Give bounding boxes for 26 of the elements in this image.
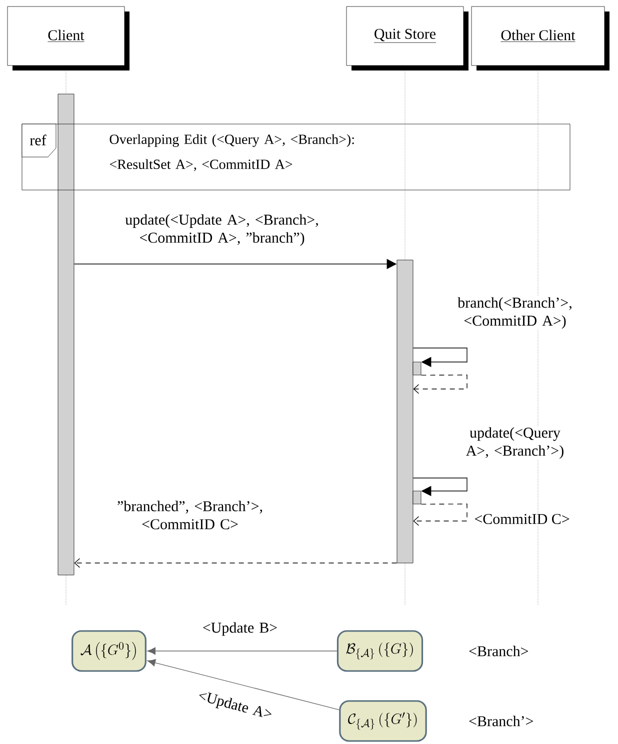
message-arrow: [412, 478, 468, 496]
message-arrow: [413, 504, 468, 526]
edge-label: <Update A>: [199, 692, 272, 718]
edge-label: <CommitID C>: [474, 514, 570, 524]
edge-label: ”branched”, <Branch’>, <CommitID C>: [118, 500, 262, 530]
branch-label: <Branch>: [469, 646, 528, 656]
message-arrow: [147, 647, 338, 655]
state-node: $\mathcal{B}_{\{\mathcal{A}\}}\left(\{G\}\right)$: [336, 630, 424, 672]
activation-bar: [412, 490, 422, 504]
activation-bar: [412, 362, 422, 376]
edge-label: update(<Query A>, <Branch’>): [466, 427, 564, 459]
participant-box: Other Client: [471, 6, 610, 70]
state-node: $\mathcal{A}\left(\{G^0\}\right)$: [72, 630, 146, 672]
message-arrow: [413, 374, 468, 394]
edge-label: update(<Update A>, <Branch>, <CommitID A>, ”branch”): [125, 214, 318, 246]
ref-frame: ref Overlapping Edit (<Query A>, <Branch>): <ResultSet A>, <CommitID A>: [22, 124, 570, 190]
participant-box: Quit Store: [346, 6, 468, 70]
message-arrow: [412, 348, 468, 368]
message-arrow: [147, 659, 340, 710]
state-node: $\mathcal{C}_{\{\mathcal{A}\}}\left(\{G'\}\right)$: [339, 700, 427, 742]
activation-bar: [58, 94, 74, 576]
message-arrow: [74, 558, 398, 568]
edge-label: branch(<Branch’>, <CommitID A>): [458, 297, 572, 329]
branch-label: <Branch’>: [469, 716, 534, 726]
participant-box: Client: [7, 6, 130, 70]
edge-label: <Update B>: [203, 622, 277, 636]
